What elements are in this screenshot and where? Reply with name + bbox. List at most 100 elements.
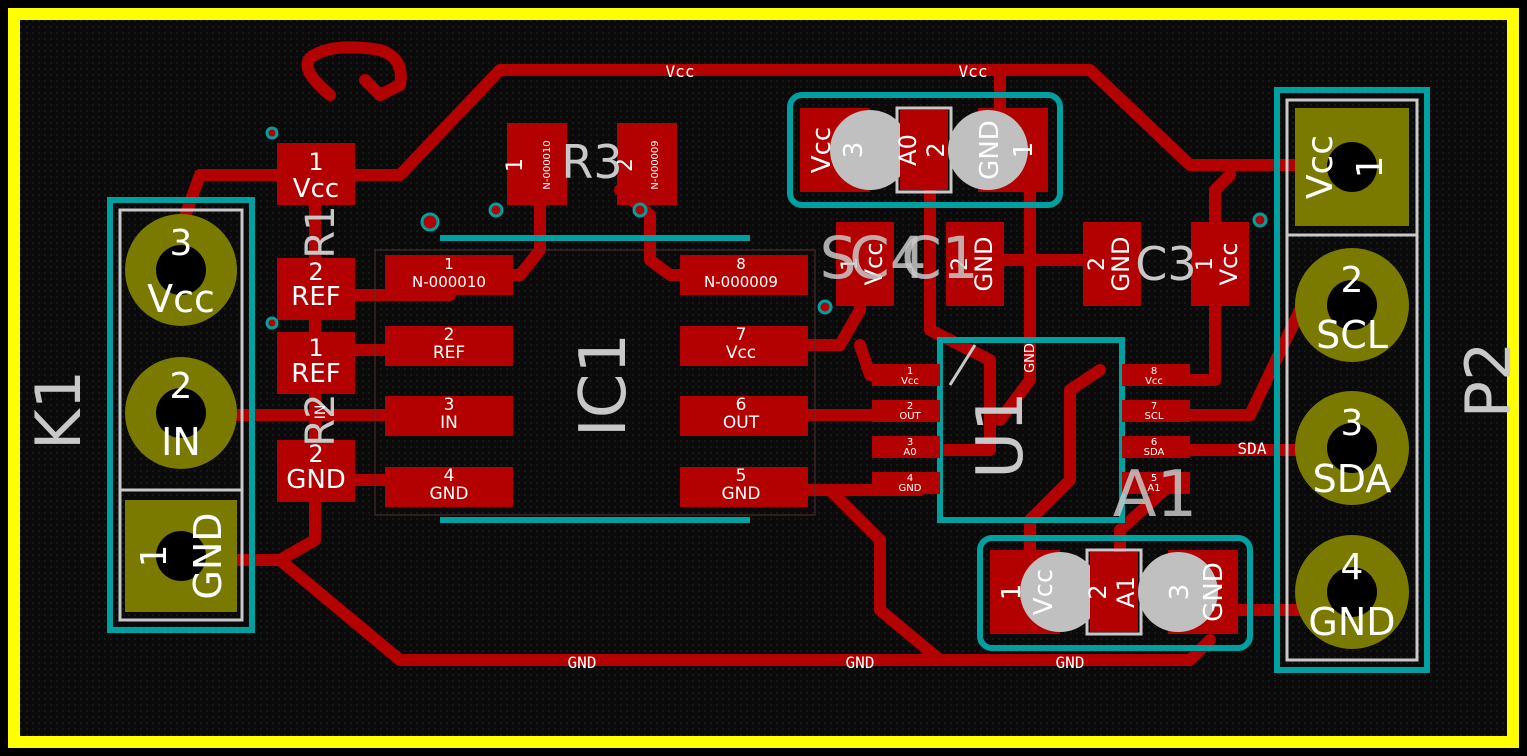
u1-pad-6[interactable] — [1122, 436, 1190, 458]
r2-in-label: IN — [313, 405, 329, 420]
c3-pad-1[interactable] — [1191, 222, 1249, 306]
u1-courtyard — [937, 337, 1125, 523]
u1-pad-1-num: 1 — [907, 366, 913, 377]
ic1-pad-7[interactable] — [680, 326, 808, 366]
c1-pad-1[interactable] — [836, 222, 894, 306]
p2-courtyard — [1274, 87, 1430, 673]
r2-pad-2-num: 2 — [308, 440, 323, 468]
r2-pad-1[interactable] — [277, 332, 355, 394]
r2-ref-label: R2 — [298, 393, 344, 446]
ic1-pad-5[interactable] — [680, 467, 808, 507]
ic1-pad-3-net: IN — [440, 413, 458, 433]
via — [1252, 212, 1268, 228]
r1-pad-2[interactable] — [277, 258, 355, 320]
k1-silk-outline — [118, 208, 244, 622]
a0-pad-2[interactable] — [900, 110, 948, 190]
a0-pad-1-net: GND — [975, 120, 1005, 180]
a0-pad-3-num: 3 — [839, 142, 869, 159]
ic1-pad-1[interactable] — [385, 255, 513, 295]
track-net-labels: Vcc Vcc GND GND GND SDA — [568, 62, 1267, 672]
u1-pad-5-net: A1 — [1147, 483, 1160, 494]
a0-pad-3-net: Vcc — [807, 127, 837, 173]
c3-pad-1-num: 1 — [1193, 257, 1218, 271]
r1-pad-1-net: Vcc — [293, 174, 339, 204]
r1-pad-1[interactable] — [277, 143, 355, 205]
c3-pad-2[interactable] — [1083, 222, 1141, 306]
track-label-gnd-mid: GND — [846, 653, 875, 672]
k1-pad-3-num: 3 — [170, 223, 193, 264]
via — [488, 202, 504, 218]
r2-resistor: 1 REF 2 GND R2 IN — [277, 332, 355, 502]
u1-pad-4[interactable] — [872, 472, 940, 494]
a0-jumper: Vcc 3 A0 2 GND 1 A0 — [800, 108, 1048, 192]
u1-pad-7[interactable] — [1122, 400, 1190, 422]
ic1-pad-2-num: 2 — [444, 325, 455, 345]
k1-pad-1-net: GND — [186, 512, 230, 599]
u1-pad-8-net: Vcc — [1145, 376, 1163, 387]
ic1-pad-5-net: GND — [722, 484, 761, 504]
track-label-gnd-left: GND — [568, 653, 597, 672]
track-label-vcc-left: Vcc — [666, 62, 695, 81]
a1-pad-3-num: 3 — [1165, 584, 1195, 601]
p2-pad-3-net: SDA — [1313, 457, 1392, 501]
c1-pad-2-num: 2 — [948, 257, 973, 271]
ic1-pad-8[interactable] — [680, 255, 808, 295]
u1-pad-8[interactable] — [1122, 364, 1190, 386]
a0-pad-2-net: A0 — [894, 134, 922, 166]
c1-pad-1-net: Vcc — [860, 243, 888, 286]
r3-pad-1-num: 1 — [503, 158, 528, 172]
c3-ref-label: C3 — [1135, 237, 1196, 291]
r2-pad-2[interactable] — [277, 440, 355, 502]
s-ref-label: S — [820, 224, 857, 292]
ic1-pad-4-net: GND — [430, 484, 469, 504]
r1-ref-label: R1 — [298, 205, 344, 258]
r3-resistor: 1 N-000010 2 N-000009 R3 — [503, 123, 677, 205]
u1-pad-3[interactable] — [872, 436, 940, 458]
u1-pad-5-num: 5 — [1151, 473, 1157, 484]
ic1-fab-outline — [374, 249, 816, 516]
p2-pad-2-net: SCL — [1316, 313, 1388, 357]
p2-connector: 1 Vcc 2 SCL 3 SDA 4 GND P2 — [1295, 108, 1525, 649]
u1-pad-1-net: Vcc — [901, 376, 919, 387]
p2-pad-3-num: 3 — [1341, 403, 1364, 444]
p2-pad-1-num: 1 — [1350, 156, 1391, 179]
u1-pad-2-net: OUT — [899, 411, 921, 422]
c1-pad-1-num: 1 — [838, 257, 863, 271]
ic1-pad-2-net: REF — [433, 343, 465, 363]
u1-pad-1[interactable] — [872, 364, 940, 386]
ic1-pad-2[interactable] — [385, 326, 513, 366]
u1-pad-2-num: 2 — [907, 401, 913, 412]
u1-pad-4-num: 4 — [907, 473, 913, 484]
c3-capacitor: 2 GND 1 Vcc C3 — [1083, 222, 1249, 306]
p2-pad-1-net: Vcc — [1300, 135, 1341, 199]
ic1-pad-6-net: OUT — [723, 413, 760, 433]
ic1-pad-8-num: 8 — [736, 255, 746, 273]
r2-pad-1-net: REF — [291, 359, 340, 389]
r3-pad-1[interactable] — [507, 123, 567, 205]
a1-pad-1-num: 1 — [997, 584, 1027, 601]
ic1-pad-1-num: 1 — [444, 255, 454, 273]
via — [420, 212, 440, 232]
ic1-pad-5-num: 5 — [736, 466, 747, 486]
ic1-pad-8-net: N-000009 — [704, 273, 778, 291]
u1-pad-5[interactable] — [1122, 472, 1190, 494]
u1-pad-6-net: SDA — [1144, 447, 1165, 458]
u1-pad-7-net: SCL — [1145, 411, 1164, 422]
k1-connector: 3 Vcc 2 IN 1 GND K1 — [22, 214, 237, 612]
u1-pad-2[interactable] — [872, 400, 940, 422]
board-edge-cuts — [8, 8, 1519, 748]
c4-ref-label: C4 — [849, 224, 926, 292]
r1-pad-2-num: 2 — [308, 258, 323, 286]
u1-pad-4-net: GND — [899, 483, 922, 494]
r3-pad-2[interactable] — [617, 123, 677, 205]
ic1-pad-6[interactable] — [680, 396, 808, 436]
a1-ref-label: A1 — [1113, 458, 1198, 532]
via — [265, 316, 279, 330]
p2-ref-label: P2 — [1452, 342, 1525, 419]
ic1-pad-3[interactable] — [385, 396, 513, 436]
a0-courtyard — [787, 92, 1063, 208]
a1-pad-2[interactable] — [1090, 552, 1138, 632]
track-label-vcc-right: Vcc — [959, 62, 988, 81]
ic1-pad-4[interactable] — [385, 467, 513, 507]
c1-pad-2[interactable] — [946, 222, 1004, 306]
